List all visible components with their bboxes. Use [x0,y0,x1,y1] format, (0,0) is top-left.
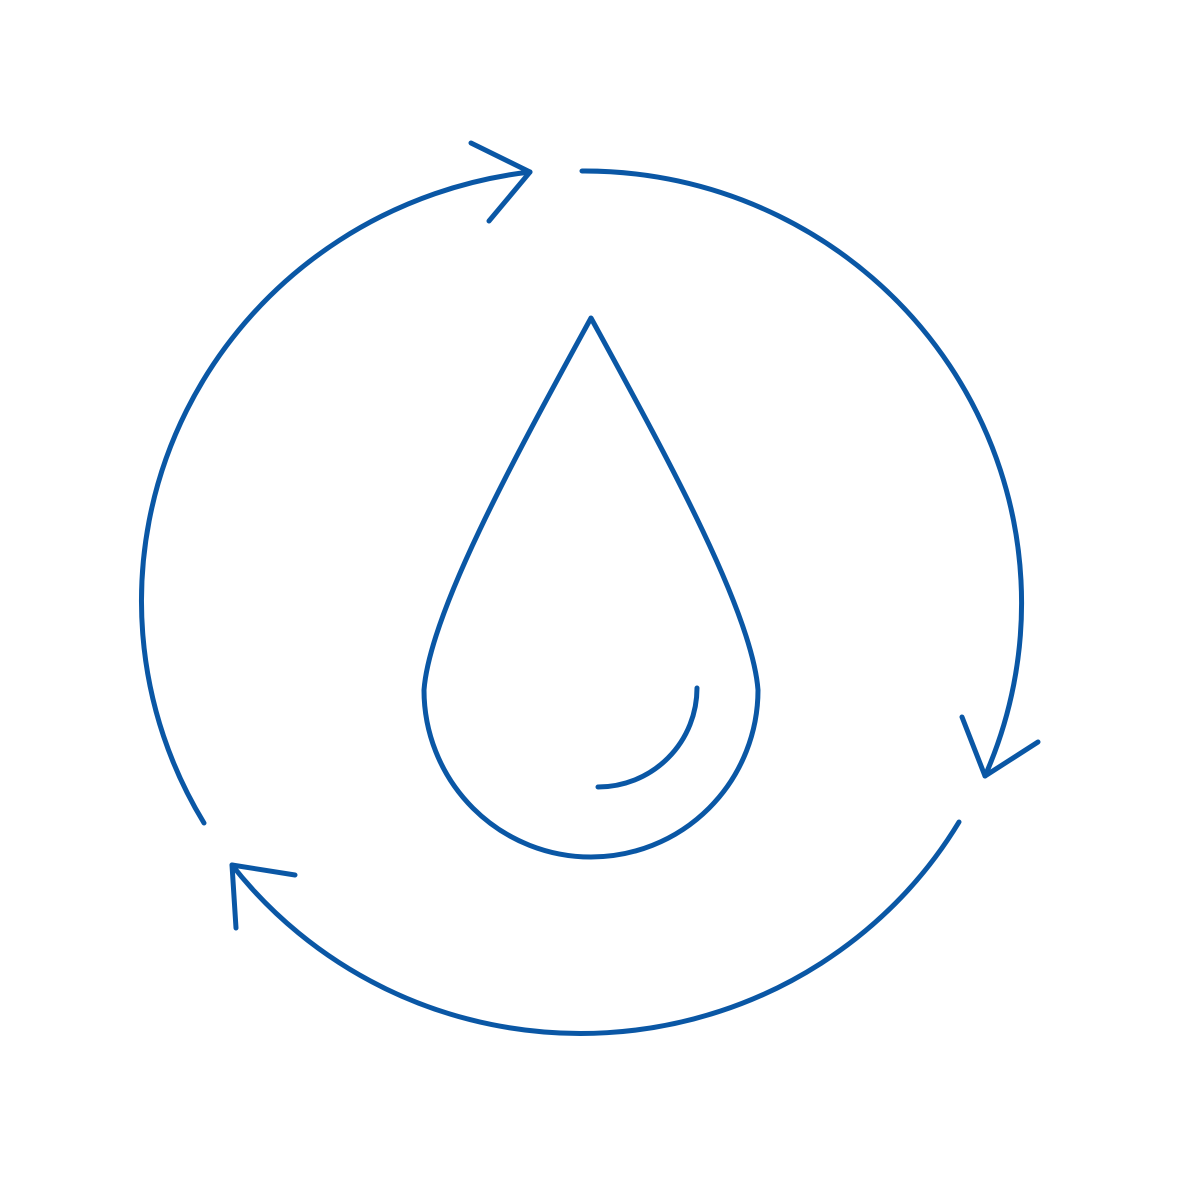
cycle-arc-bottom [229,819,962,1036]
arrowhead-right-icon [959,714,1041,779]
cycle-arc-right [579,168,1025,779]
arrowhead-top-icon [468,140,533,224]
cycle-arc-left [138,169,533,826]
water-drop-highlight [595,685,700,790]
arrowhead-bottom-icon [229,862,298,931]
water-drop-icon [421,315,761,860]
cycle-arrows-icon [138,140,1041,1036]
water-drop-outline [421,315,761,860]
